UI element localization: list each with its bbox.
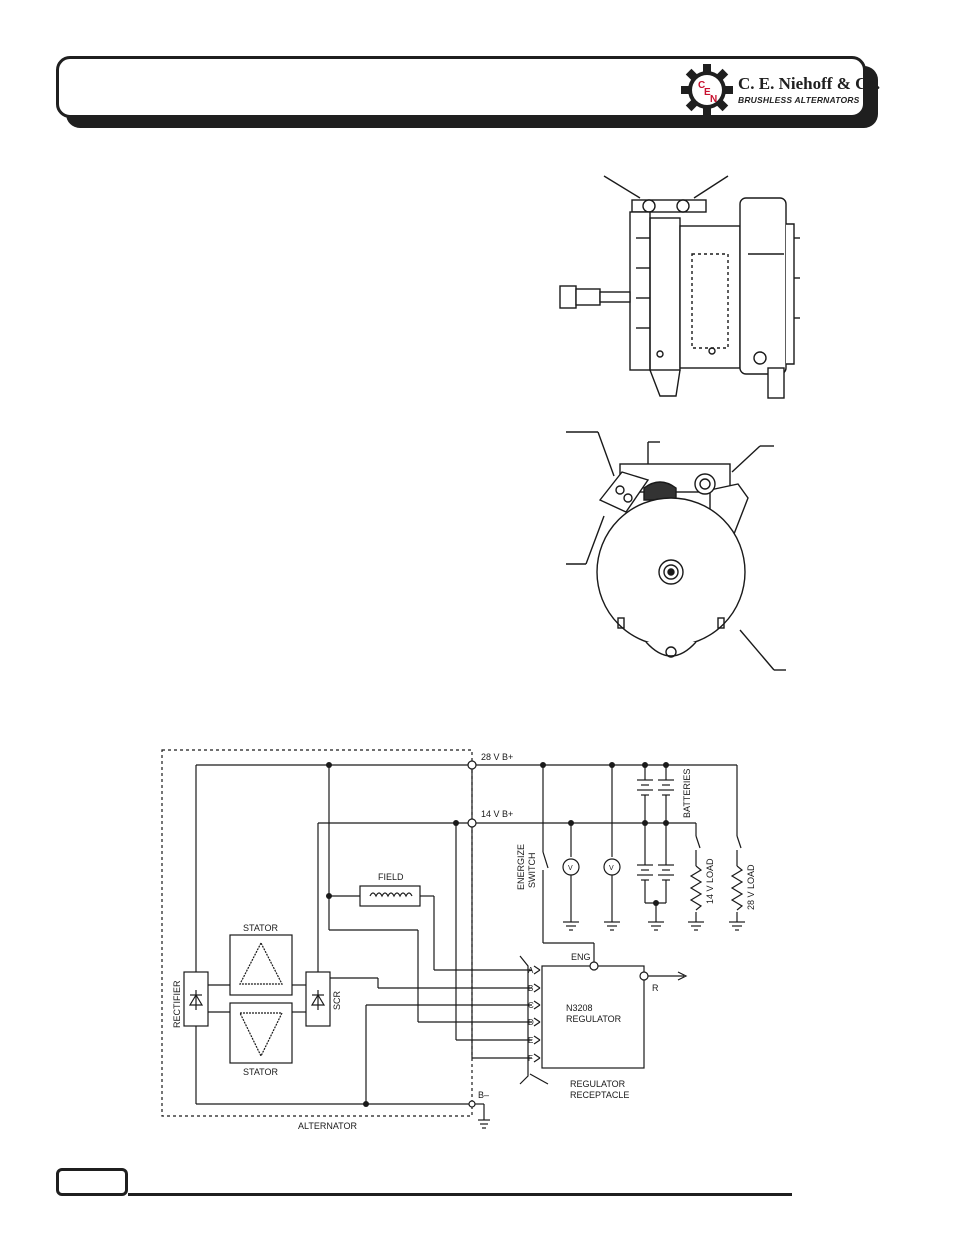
label-regulator-model: N3208 — [566, 1003, 593, 1013]
alternator-side-view-figure — [548, 168, 808, 408]
pin-f: F — [528, 1054, 533, 1063]
page-number-tab — [56, 1168, 128, 1196]
label-28v-load: 28 V LOAD — [746, 864, 756, 910]
pin-e: E — [528, 1036, 533, 1045]
label-eng: ENG — [571, 952, 591, 962]
voltmeter-label-1: V — [568, 865, 573, 872]
label-receptacle-2: RECEPTACLE — [570, 1090, 629, 1100]
label-regulator: REGULATOR — [566, 1014, 622, 1024]
load-28v — [732, 866, 742, 910]
label-energize: ENERGIZE — [516, 844, 526, 890]
alternator-boundary — [162, 750, 472, 1116]
label-stator-bottom: STATOR — [243, 1067, 279, 1077]
label-switch: SWITCH — [527, 853, 537, 889]
pin-b: B — [528, 984, 533, 993]
label-stator-top: STATOR — [243, 923, 279, 933]
label-field: FIELD — [378, 872, 404, 882]
company-tagline: BRUSHLESS ALTERNATORS — [738, 95, 880, 105]
pin-d: D — [528, 1018, 534, 1027]
pin-c: C — [528, 1001, 534, 1010]
label-scr: SCR — [332, 990, 342, 1010]
company-name: C. E. Niehoff & Co. — [738, 74, 880, 94]
label-b-minus: B– — [478, 1090, 489, 1100]
label-14v-load: 14 V LOAD — [705, 858, 715, 904]
label-batteries: BATTERIES — [682, 769, 692, 818]
alternator-end-view-figure — [560, 420, 790, 680]
label-receptacle-1: REGULATOR — [570, 1079, 626, 1089]
label-28v-bplus: 28 V B+ — [481, 752, 513, 762]
label-rectifier: RECTIFIER — [172, 980, 182, 1028]
field-coil — [360, 886, 420, 906]
voltmeter-label-2: V — [609, 865, 614, 872]
wiring-schematic: 28 V B+ 14 V B+ FIELD STATOR STATOR RECT… — [150, 740, 800, 1140]
svg-text:N: N — [710, 94, 717, 105]
label-14v-bplus: 14 V B+ — [481, 809, 513, 819]
pin-a: A — [528, 966, 534, 975]
load-14v — [691, 866, 701, 910]
stator-bottom — [230, 1003, 292, 1063]
label-r: R — [652, 983, 659, 993]
label-alternator: ALTERNATOR — [298, 1121, 358, 1131]
footer-rule — [128, 1193, 792, 1196]
brand-block: C. E. Niehoff & Co. BRUSHLESS ALTERNATOR… — [738, 74, 880, 105]
cen-gear-logo-icon: C E N — [681, 64, 733, 116]
